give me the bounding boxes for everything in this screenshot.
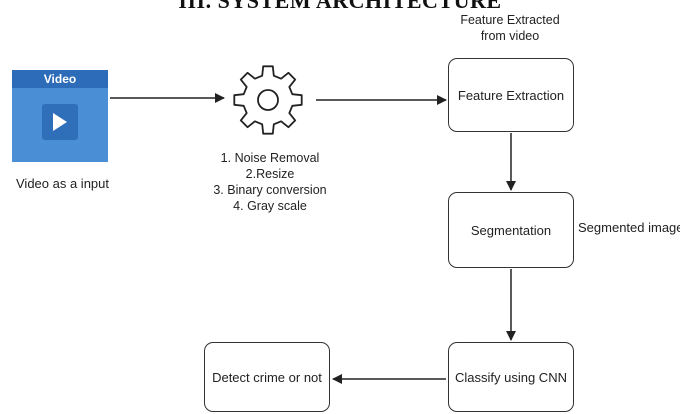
step-binary-conversion: 3. Binary conversion xyxy=(213,183,327,197)
gear-icon xyxy=(233,65,303,135)
segmentation-box: Segmentation xyxy=(448,192,574,268)
step-resize: 2.Resize xyxy=(245,167,295,181)
video-card-header: Video xyxy=(12,70,108,88)
play-icon xyxy=(42,104,78,140)
segmented-image-note: Segmented image xyxy=(578,220,680,235)
video-input-caption: Video as a input xyxy=(16,176,109,191)
preprocessing-steps: 1. Noise Removal 2.Resize 3. Binary conv… xyxy=(190,150,350,214)
gear-outline xyxy=(233,65,303,135)
detect-crime-box: Detect crime or not xyxy=(204,342,330,412)
classify-cnn-box: Classify using CNN xyxy=(448,342,574,412)
feature-note-line-2: from video xyxy=(480,29,540,43)
step-noise-removal: 1. Noise Removal xyxy=(220,151,320,165)
play-triangle xyxy=(53,113,67,131)
feature-note-line-1: Feature Extracted xyxy=(460,13,560,27)
feature-extraction-box: Feature Extraction xyxy=(448,58,574,132)
feature-note: Feature Extracted from video xyxy=(440,12,580,44)
step-gray-scale: 4. Gray scale xyxy=(233,199,307,213)
video-input-card: Video xyxy=(12,70,108,162)
diagram-title: III. SYSTEM ARCHITECTURE xyxy=(178,0,502,13)
